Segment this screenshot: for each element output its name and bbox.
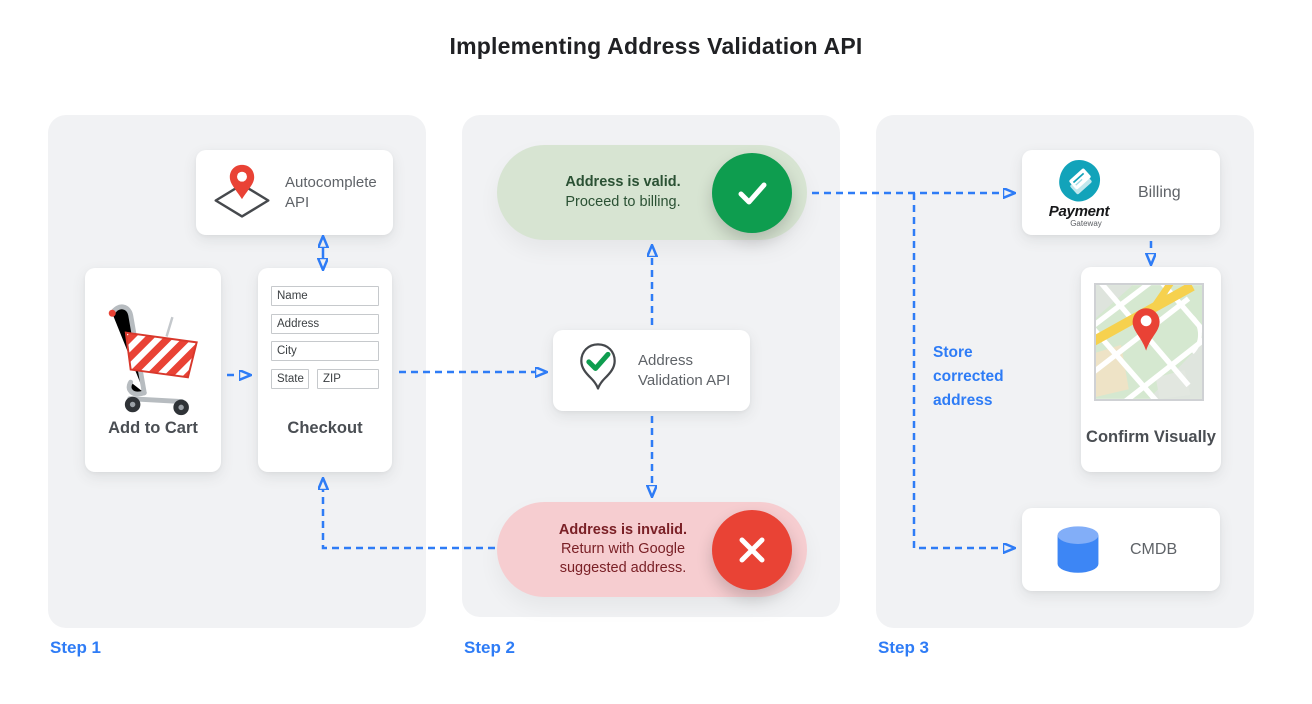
map-thumbnail-icon — [1094, 283, 1204, 401]
checkout-card: Name Address City State ZIP Checkout — [258, 268, 392, 472]
billing-card: Payment Gateway Billing — [1022, 150, 1220, 235]
zip-field: ZIP — [317, 368, 379, 389]
address-valid-pill: Address is valid. Proceed to billing. — [497, 145, 807, 240]
payment-gateway-name: Payment — [1048, 203, 1110, 220]
add-to-cart-card: Add to Cart — [85, 268, 221, 472]
confirm-visually-card: Confirm Visually — [1081, 267, 1221, 472]
autocomplete-api-icon — [214, 164, 270, 218]
autocomplete-api-card: Autocomplete API — [196, 150, 393, 235]
check-circle-icon — [712, 152, 792, 233]
payment-gateway-logo: Payment Gateway — [1036, 157, 1122, 228]
address-validation-api-label: Address Validation API — [638, 351, 731, 389]
city-field: City — [271, 341, 379, 361]
address-validation-api-card: Address Validation API — [553, 330, 750, 411]
page-title: Implementing Address Validation API — [449, 33, 863, 59]
validation-pin-icon — [580, 342, 616, 390]
valid-pill-title: Address is valid. — [565, 174, 681, 191]
address-field: Address — [271, 313, 379, 334]
store-corrected-address-note: Store corrected address — [933, 344, 1004, 410]
database-icon — [1057, 525, 1099, 573]
name-field: Name — [271, 286, 379, 306]
x-circle-icon — [712, 509, 792, 590]
step1-label: Step 1 — [50, 638, 102, 657]
cmdb-card: CMDB — [1022, 508, 1220, 591]
checkout-label: Checkout — [287, 419, 363, 437]
autocomplete-api-label: Autocomplete API — [285, 173, 377, 211]
shopping-cart-icon — [108, 304, 198, 416]
payment-gateway-subname: Gateway — [1070, 219, 1102, 228]
invalid-pill-title: Address is invalid. — [558, 521, 688, 538]
invalid-pill-subtitle: Return with Google suggested address. — [559, 540, 687, 577]
billing-label: Billing — [1138, 183, 1181, 201]
add-to-cart-label: Add to Cart — [108, 419, 198, 437]
step3-label: Step 3 — [878, 638, 930, 657]
step2-label: Step 2 — [464, 638, 516, 657]
state-field: State — [271, 368, 309, 389]
address-invalid-pill: Address is invalid. Return with Google s… — [497, 502, 807, 597]
valid-pill-subtitle: Proceed to billing. — [565, 193, 681, 210]
cmdb-label: CMDB — [1130, 540, 1178, 558]
confirm-visually-label: Confirm Visually — [1086, 428, 1216, 446]
